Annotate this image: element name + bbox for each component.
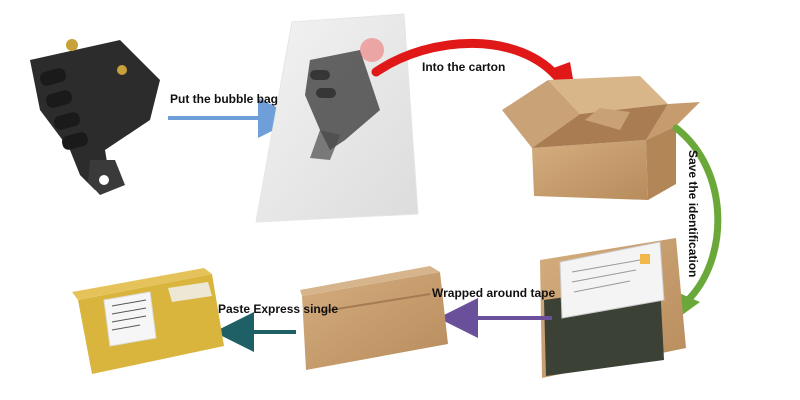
step-label-bubble-bag: Put the bubble bag bbox=[170, 92, 278, 106]
step-label-paste-express: Paste Express single bbox=[218, 302, 339, 316]
labeled-parcel-icon bbox=[72, 268, 224, 374]
bubble-bag-icon bbox=[255, 13, 419, 223]
sealed-carton-icon bbox=[300, 266, 448, 370]
ignition-coil-part-icon bbox=[30, 39, 160, 195]
step-label-into-carton: Into the carton bbox=[422, 60, 506, 74]
carton-with-manual-icon bbox=[540, 238, 686, 378]
step-label-wrapped-tape: Wrapped around tape bbox=[432, 286, 556, 300]
open-carton-box-icon bbox=[502, 76, 700, 200]
step-label-save-identification: Save the identification bbox=[686, 150, 700, 278]
